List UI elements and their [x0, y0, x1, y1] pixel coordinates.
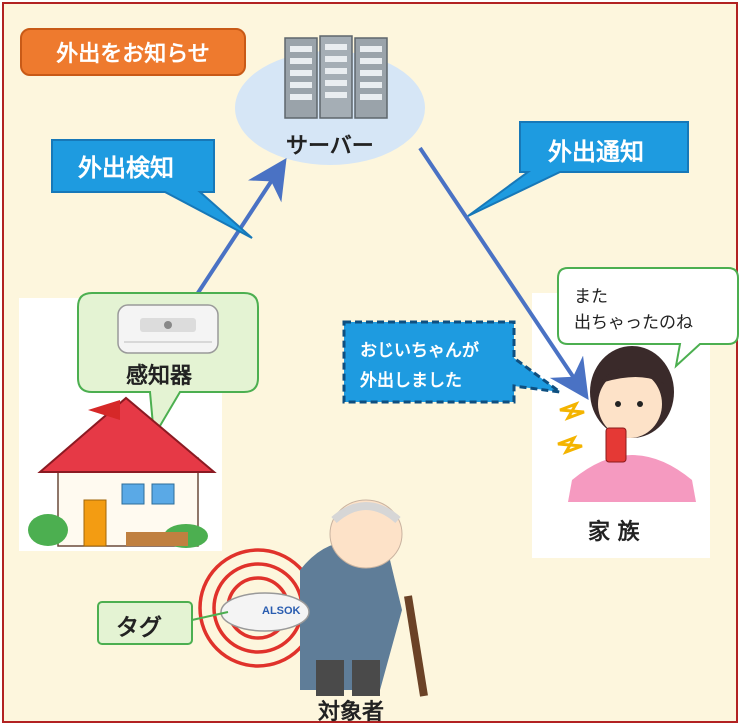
server-icon [284, 35, 388, 119]
server-label: サーバー [286, 134, 374, 159]
detect-callout-text: 外出検知 [78, 154, 174, 182]
tag-device-icon [220, 592, 310, 632]
notify-arrow [418, 146, 589, 400]
subject-label: 対象者 [318, 700, 385, 725]
tag-label: タグ [116, 615, 162, 641]
tag-label-box [97, 601, 193, 645]
tag-pointer [191, 611, 229, 621]
tag-brand: ALSOK [262, 605, 301, 617]
message-line1: おじいちゃんが [360, 341, 479, 361]
message-line2: 外出しました [360, 371, 462, 391]
vibration-icon [559, 401, 585, 421]
family-speech-line1: また [574, 287, 608, 307]
sensor-device-icon [117, 304, 219, 354]
message-callout [342, 320, 566, 404]
page-title: 外出をお知らせ [20, 28, 246, 76]
family-label: 家 族 [588, 520, 640, 545]
house-icon [28, 396, 217, 548]
family-speech-line2: 出ちゃったのね [574, 313, 693, 333]
sensor-label: 感知器 [126, 364, 193, 389]
notify-callout-text: 外出通知 [548, 138, 644, 166]
family-speech-bubble [557, 267, 739, 369]
notify-callout [467, 121, 689, 217]
detect-callout [51, 139, 253, 239]
family-person-icon [557, 346, 696, 502]
elderly-person-icon [300, 499, 428, 697]
detect-arrow [188, 157, 287, 307]
